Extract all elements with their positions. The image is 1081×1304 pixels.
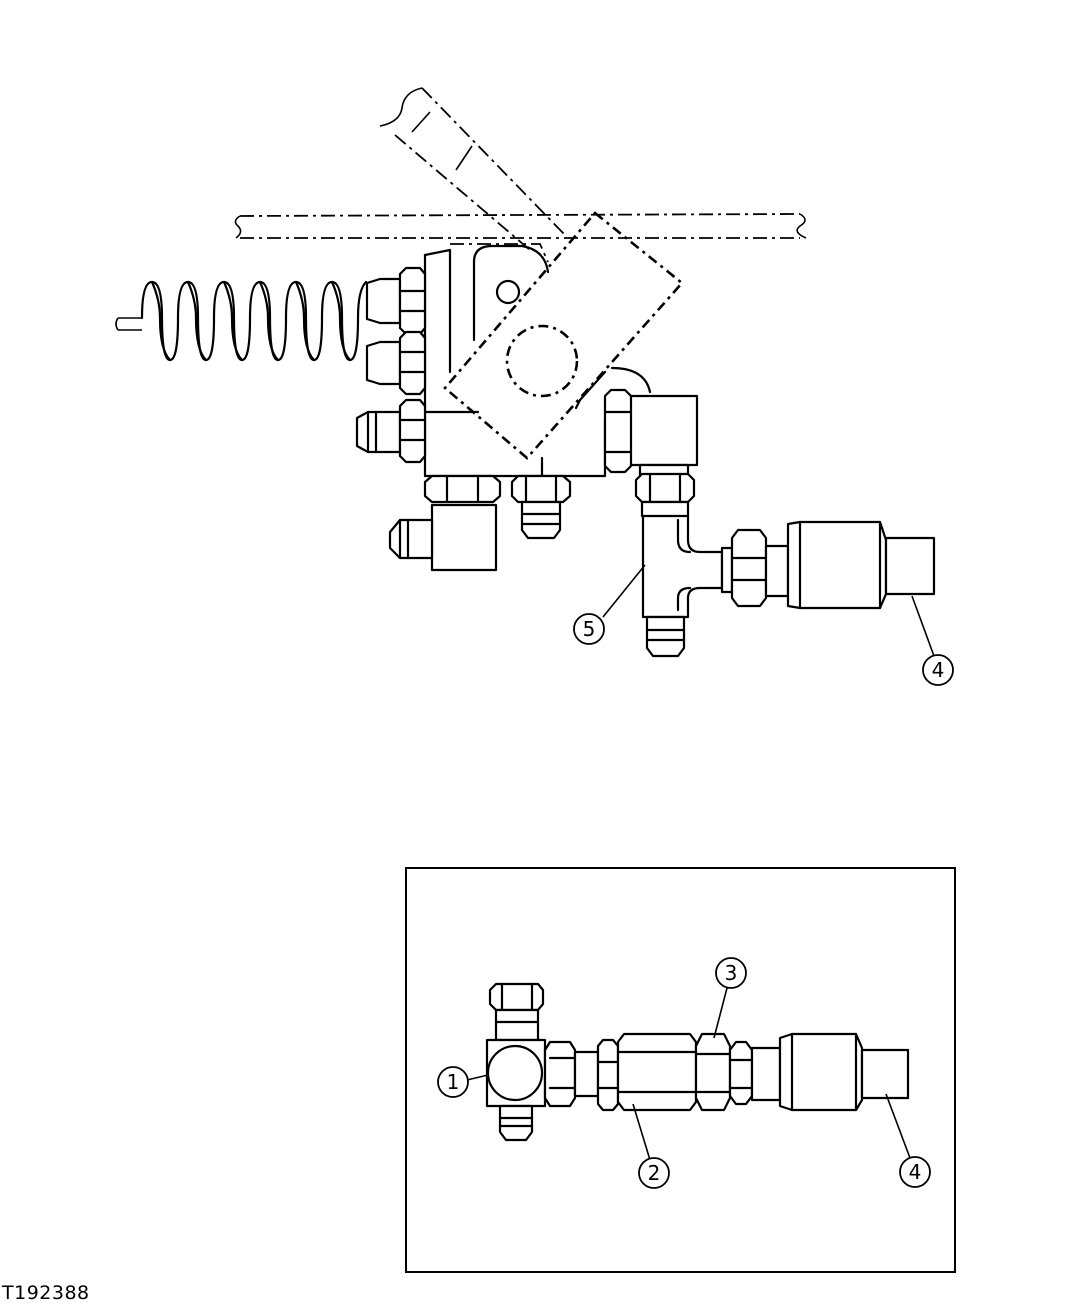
callout-5-label: 5 — [583, 617, 596, 641]
callout-5: 5 — [573, 564, 646, 645]
coil-spring — [115, 280, 368, 362]
inset-frame — [405, 867, 956, 1273]
frame-rail-phantom — [234, 213, 807, 239]
callout-3-label: 3 — [725, 961, 738, 985]
callout-2-label: 2 — [648, 1161, 661, 1185]
inset-detail-view: 1 2 3 4 — [405, 867, 956, 1273]
figure-id: T192388 — [2, 1282, 90, 1304]
right-fittings — [603, 388, 699, 518]
callout-2: 2 — [632, 1103, 670, 1189]
left-fittings — [355, 266, 427, 464]
callout-1: 1 — [437, 1066, 489, 1098]
callout-4-inset-label: 4 — [909, 1160, 922, 1184]
upper-assembly-view: 5 4 — [115, 87, 954, 686]
callout-4-upper: 4 — [911, 595, 954, 686]
tee-fitting — [641, 514, 734, 658]
bottom-fittings — [388, 474, 572, 572]
callout-4-inset: 4 — [885, 1093, 931, 1188]
callout-1-label: 1 — [447, 1070, 460, 1094]
callout-3: 3 — [713, 957, 747, 1039]
quick-coupler-upper — [730, 520, 936, 610]
callout-4-upper-label: 4 — [932, 658, 945, 682]
pivot-arm-phantom — [379, 87, 566, 251]
mounting-plate-phantom — [443, 211, 684, 460]
